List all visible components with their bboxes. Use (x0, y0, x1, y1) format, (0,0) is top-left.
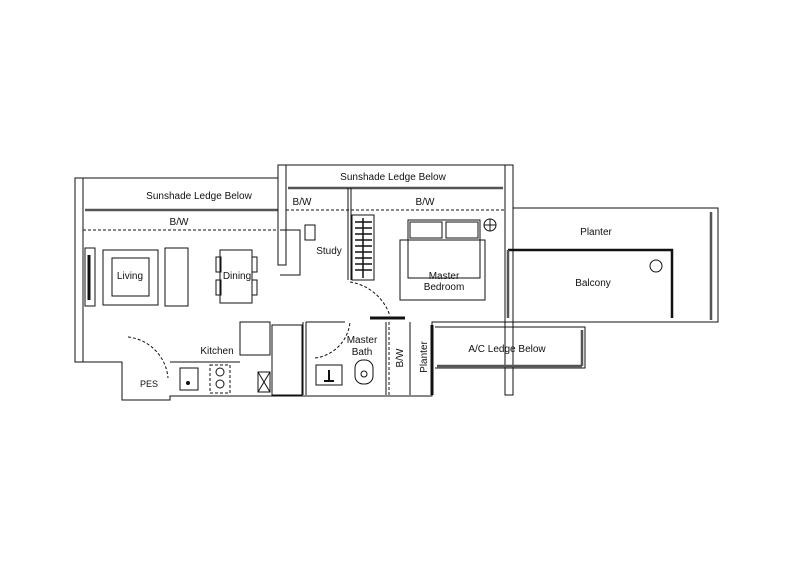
master-bedroom-label-2: Bedroom (424, 282, 465, 293)
pes-label: PES (140, 379, 158, 389)
dining-label: Dining (223, 271, 251, 282)
bay-window-study-label: B/W (293, 197, 312, 208)
master-bath-label-2: Bath (352, 347, 373, 358)
walls (74, 164, 719, 401)
balcony-label: Balcony (575, 278, 611, 289)
ac-ledge-label: A/C Ledge Below (468, 344, 546, 355)
sunshade-ledge-top-label: Sunshade Ledge Below (340, 172, 446, 183)
sunshade-ledge-left-label: Sunshade Ledge Below (146, 191, 252, 202)
bay-window-left-label: B/W (170, 217, 189, 228)
bay-window-bedroom-label: B/W (416, 197, 435, 208)
study-label: Study (316, 246, 342, 257)
planter-label: Planter (580, 227, 612, 238)
master-bath-label-1: Master (347, 335, 378, 346)
kitchen-label: Kitchen (200, 346, 233, 357)
master-bedroom-label-1: Master (429, 271, 460, 282)
planter-vertical-label: Planter (419, 340, 430, 372)
bay-window-bath-label: B/W (395, 348, 406, 367)
living-label: Living (117, 271, 143, 282)
